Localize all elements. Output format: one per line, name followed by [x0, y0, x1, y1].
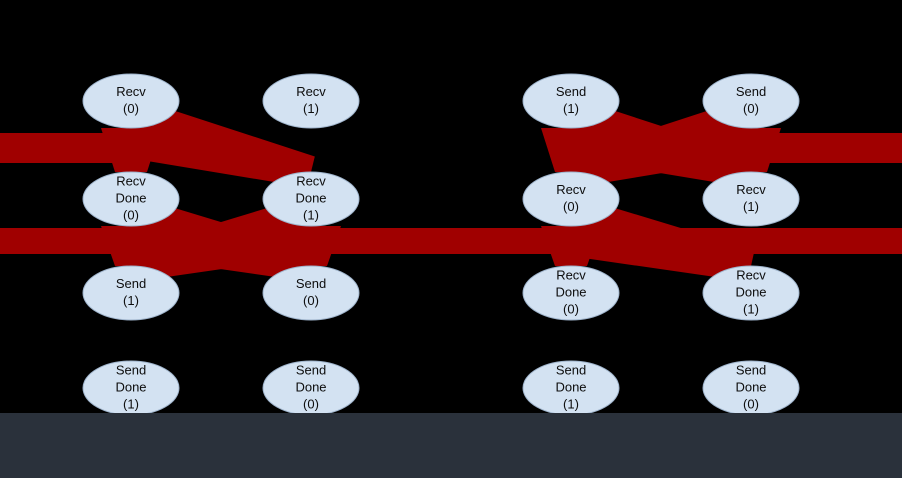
node-ellipse[interactable]	[702, 265, 800, 321]
node-label-line: Send	[296, 276, 326, 291]
node-send-0[interactable]: Send (0)	[702, 73, 800, 129]
node-recv-1[interactable]: Recv (1)	[702, 171, 800, 227]
node-label-line: Send	[736, 84, 766, 99]
node-label-line: Done	[295, 190, 326, 205]
node-ellipse[interactable]	[82, 171, 180, 227]
node-label-line: Recv	[296, 173, 326, 188]
edge-n3-to-n7[interactable]	[721, 128, 781, 172]
node-ellipse[interactable]	[522, 73, 620, 129]
node-label-line: (0)	[563, 301, 579, 316]
node-label-line: Send	[556, 84, 586, 99]
node-label-line: Send	[736, 362, 766, 377]
node-label-line: Send	[116, 362, 146, 377]
node-label-line: (1)	[123, 293, 139, 308]
node-label-line: Done	[555, 379, 586, 394]
node-ellipse[interactable]	[702, 171, 800, 227]
node-ellipse[interactable]	[262, 73, 360, 129]
node-send-1[interactable]: Send (1)	[82, 265, 180, 321]
node-label-line: (0)	[123, 207, 139, 222]
node-label-line: Done	[295, 379, 326, 394]
node-ellipse[interactable]	[262, 171, 360, 227]
node-label-line: Done	[735, 379, 766, 394]
node-recv-1[interactable]: Recv (1)	[262, 73, 360, 129]
node-label-line: Recv	[556, 267, 586, 282]
node-label-line: (0)	[303, 396, 319, 411]
node-send-1[interactable]: Send (1)	[522, 73, 620, 129]
node-label-line: Recv	[116, 84, 146, 99]
node-recv-0[interactable]: Recv (0)	[82, 73, 180, 129]
node-label-line: (0)	[303, 293, 319, 308]
node-label-line: Send	[296, 362, 326, 377]
nodes-layer[interactable]: Recv(0)Recv(1)Send(1)Send(0)RecvDone(0)R…	[82, 73, 800, 416]
node-label-line: (1)	[743, 301, 759, 316]
node-ellipse[interactable]	[82, 265, 180, 321]
node-label-line: (0)	[123, 101, 139, 116]
node-label-line: (1)	[123, 396, 139, 411]
edge-n6-to-n11[interactable]	[564, 196, 755, 282]
node-ellipse[interactable]	[522, 265, 620, 321]
node-label-line: Recv	[116, 173, 146, 188]
node-label-line: Done	[115, 190, 146, 205]
node-ellipse[interactable]	[522, 171, 620, 227]
node-label-line: Done	[555, 284, 586, 299]
edge-n5-to-n9[interactable]	[281, 226, 341, 266]
edge-n0-to-n5[interactable]	[123, 98, 315, 188]
node-label-line: (1)	[303, 207, 319, 222]
node-recv-0[interactable]: Recv (0)	[522, 171, 620, 227]
node-ellipse[interactable]	[702, 73, 800, 129]
footer-bar	[0, 413, 902, 478]
node-ellipse[interactable]	[82, 73, 180, 129]
node-ellipse[interactable]	[262, 265, 360, 321]
node-label-line: Recv	[736, 182, 766, 197]
node-label-line: (1)	[743, 199, 759, 214]
node-label-line: (0)	[743, 396, 759, 411]
node-label-line: (0)	[743, 101, 759, 116]
edge-n3-to-n6[interactable]	[567, 98, 759, 188]
band-row2-mid	[310, 228, 575, 254]
node-label-line: Recv	[556, 182, 586, 197]
node-label-line: Recv	[736, 267, 766, 282]
node-label-line: (1)	[563, 101, 579, 116]
node-label-line: (1)	[563, 396, 579, 411]
node-send-0[interactable]: Send (0)	[262, 265, 360, 321]
node-label-line: Recv	[296, 84, 326, 99]
node-label-line: Send	[116, 276, 146, 291]
node-label-line: (1)	[303, 101, 319, 116]
node-label-line: Done	[735, 284, 766, 299]
edges-layer	[101, 98, 781, 282]
edge-n5-to-n8[interactable]	[127, 196, 318, 282]
node-label-line: Done	[115, 379, 146, 394]
node-label-line: (0)	[563, 199, 579, 214]
node-label-line: Send	[556, 362, 586, 377]
